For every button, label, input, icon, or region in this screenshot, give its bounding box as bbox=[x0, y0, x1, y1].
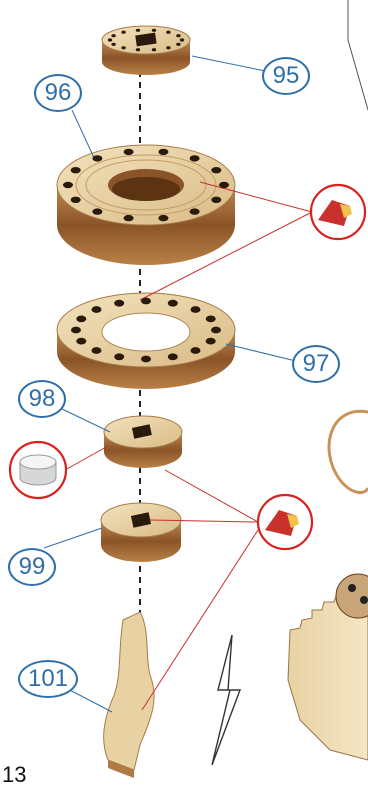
part-97-holes-hole bbox=[168, 353, 178, 360]
part-96-holes-hole bbox=[190, 155, 200, 161]
part-97-holes-hole bbox=[92, 347, 102, 354]
part-95-holes-hole bbox=[152, 29, 156, 32]
part-96-holes-hole bbox=[63, 182, 73, 188]
part-95-holes-hole bbox=[121, 31, 125, 34]
part-101-piece bbox=[104, 612, 155, 778]
part-95-disc bbox=[102, 26, 190, 75]
part-96-holes-hole bbox=[92, 155, 102, 161]
callout-99: 99 bbox=[8, 548, 56, 586]
part-95-holes-hole bbox=[176, 34, 180, 37]
part-97-holes-hole bbox=[191, 306, 201, 313]
part-96-holes-hole bbox=[158, 215, 168, 221]
part-96-holes-hole bbox=[211, 197, 221, 203]
callout-98: 98 bbox=[18, 380, 66, 418]
page-number: 13 bbox=[2, 762, 26, 788]
part-95-holes-hole bbox=[176, 43, 180, 46]
part-97-holes-hole bbox=[141, 356, 151, 363]
part-95-holes-hole bbox=[136, 48, 140, 51]
part-96-holes-hole bbox=[219, 182, 229, 188]
part-97-holes-hole bbox=[76, 316, 86, 323]
part-95-holes-hole bbox=[166, 31, 170, 34]
part-99-disc bbox=[101, 503, 181, 562]
part-97-holes-hole bbox=[76, 338, 86, 345]
part-97-holes-hole bbox=[114, 353, 124, 360]
callout-101: 101 bbox=[18, 660, 78, 698]
glue-bottle-icon-2 bbox=[258, 495, 312, 549]
part-95-holes-hole bbox=[136, 29, 140, 32]
part-97-holes-hole bbox=[71, 327, 81, 334]
part-97-holes-hole bbox=[211, 327, 221, 334]
callout-95: 95 bbox=[262, 57, 310, 95]
tealight-candle-icon bbox=[10, 442, 66, 498]
part-95-holes-hole bbox=[121, 46, 125, 49]
rubber-band bbox=[329, 411, 368, 492]
part-96-holes-hole bbox=[124, 149, 134, 155]
part-96-holes-hole bbox=[211, 167, 221, 173]
part-96-holes-hole bbox=[71, 167, 81, 173]
part-96-ring bbox=[57, 145, 235, 265]
part-96-holes-hole bbox=[124, 215, 134, 221]
part-95-holes-hole bbox=[152, 48, 156, 51]
part-96-holes-hole bbox=[92, 208, 102, 214]
part-96-holes-hole bbox=[158, 149, 168, 155]
callout-97: 97 bbox=[292, 345, 340, 383]
part-96-holes-hole bbox=[190, 208, 200, 214]
part-97-holes-hole bbox=[206, 316, 216, 323]
part-97-holes-hole bbox=[168, 300, 178, 307]
glue-bottle-icon bbox=[311, 185, 365, 239]
part-97-holes-hole bbox=[191, 347, 201, 354]
callout-96: 96 bbox=[34, 74, 82, 112]
part-95-holes-hole bbox=[166, 46, 170, 49]
part-97-holes-hole bbox=[206, 338, 216, 345]
part-98-disc bbox=[104, 416, 182, 468]
frame-outline bbox=[348, 0, 368, 110]
break-symbol-icon bbox=[212, 635, 240, 765]
part-97-holes-hole bbox=[141, 298, 151, 305]
gear-wheel bbox=[288, 574, 368, 760]
part-95-holes-hole bbox=[180, 38, 184, 41]
part-95-holes-hole bbox=[111, 43, 115, 46]
part-95-holes-hole bbox=[108, 38, 112, 41]
part-97-holes-hole bbox=[114, 300, 124, 307]
part-97-holes-hole bbox=[92, 306, 102, 313]
glue-leaders bbox=[65, 182, 312, 710]
part-95-holes-hole bbox=[111, 34, 115, 37]
part-96-holes-hole bbox=[71, 197, 81, 203]
